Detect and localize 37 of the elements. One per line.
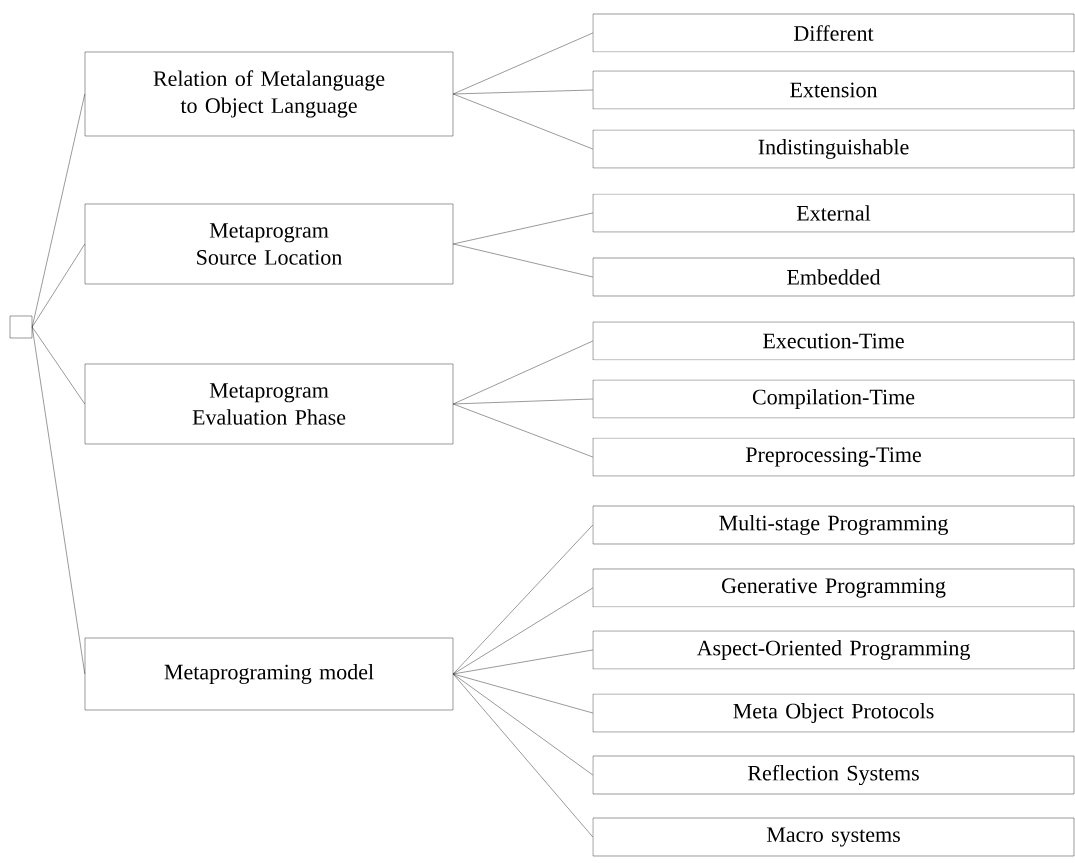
connector [453, 673, 593, 776]
connector [453, 89, 593, 95]
connector [453, 403, 593, 458]
option-box: Aspect-Oriented Programming [592, 630, 1075, 670]
connector [453, 524, 593, 675]
connector [453, 212, 593, 245]
option-box: Embedded [592, 257, 1075, 297]
connector [32, 326, 85, 675]
option-box: Macro systems [592, 817, 1075, 857]
category-box: Metaprograming model [84, 637, 454, 711]
option-box: Generative Programming [592, 568, 1075, 608]
option-box: Preprocessing-Time [592, 437, 1075, 477]
connector [453, 398, 593, 405]
option-box: Indistinguishable [592, 129, 1075, 169]
option-box: Reflection Systems [592, 755, 1075, 795]
connector [453, 93, 593, 150]
connector [453, 673, 593, 714]
connector [32, 93, 85, 328]
root-box [9, 315, 33, 339]
option-box: Multi-stage Programming [592, 505, 1075, 545]
option-box: Extension [592, 70, 1075, 110]
connector [453, 649, 593, 675]
option-box: Compilation-Time [592, 379, 1075, 419]
connector [453, 340, 593, 405]
category-box: Metaprogram Evaluation Phase [84, 363, 454, 445]
option-box: Meta Object Protocols [592, 693, 1075, 733]
connector [453, 243, 593, 278]
category-box: Metaprogram Source Location [84, 203, 454, 285]
connector [453, 587, 593, 675]
connector [32, 243, 85, 328]
option-box: Execution-Time [592, 321, 1075, 361]
connector [453, 673, 593, 838]
option-box: Different [592, 13, 1075, 53]
connector [32, 326, 85, 405]
connector [453, 32, 593, 95]
category-box: Relation of Metalanguage to Object Language [84, 51, 454, 137]
option-box: External [592, 193, 1075, 233]
